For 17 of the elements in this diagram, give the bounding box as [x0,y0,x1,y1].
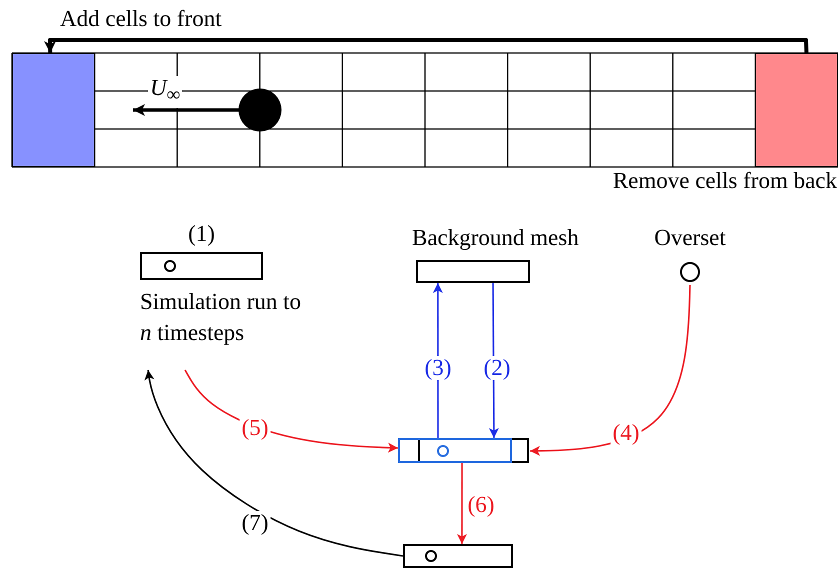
arrow [44,38,808,54]
edge-label: (5) [240,416,270,440]
arrow [456,463,467,544]
edge-label: (7) [240,511,270,535]
mesh-title: Background mesh [412,224,580,252]
added-cell-column [12,53,95,167]
caption-text: Remove cells from back [612,168,837,194]
step-number: (1) [187,220,216,248]
overset-title: Overset [653,224,727,252]
annotation-text: Add cells to front [60,6,222,32]
edge-label: (3) [422,356,454,380]
velocity-label: U$_{∞}$ [148,76,182,108]
edge-label: (4) [610,421,642,445]
step-description: Simulation run to n timesteps [140,288,302,347]
arrow [144,370,404,557]
edge-label: (2) [482,356,512,380]
edge-label: (6) [466,493,496,517]
